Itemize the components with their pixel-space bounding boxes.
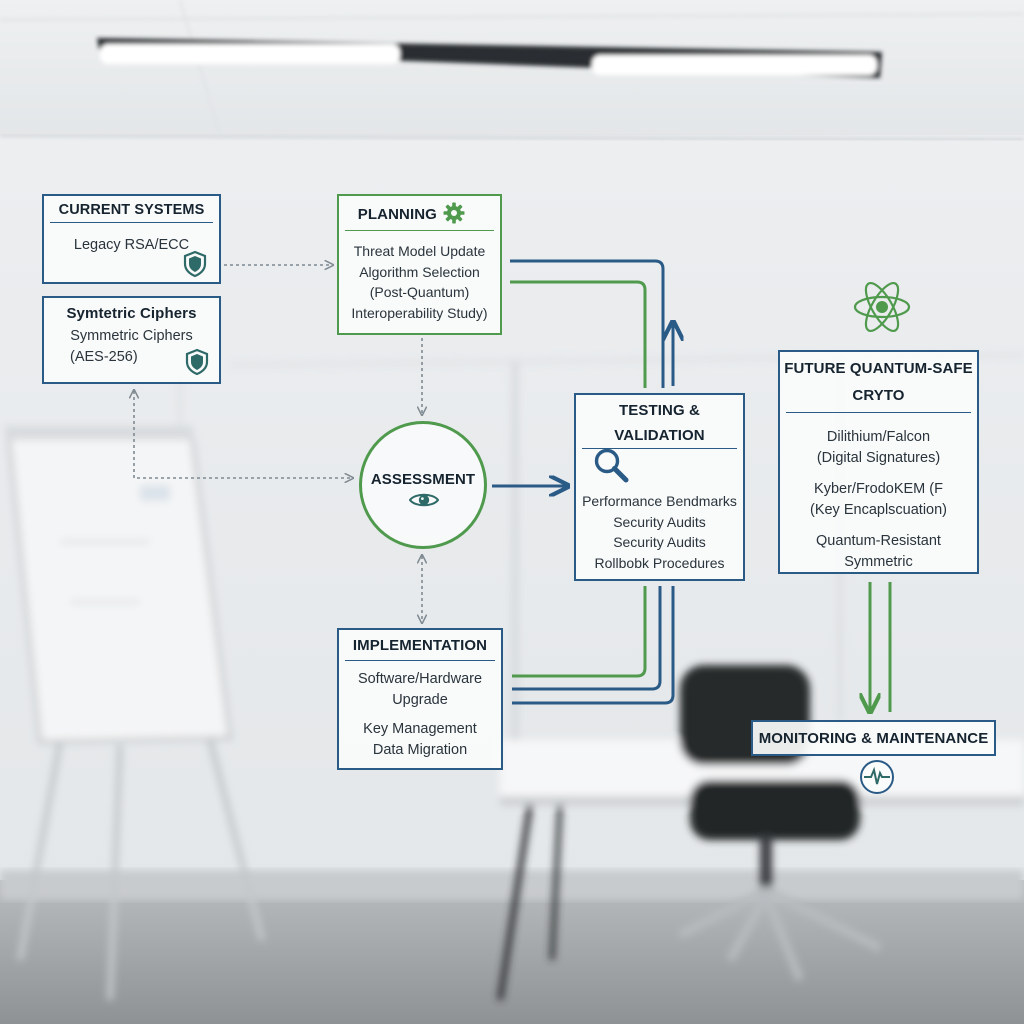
future-title-line1: FUTURE QUANTUM-SAFE [784, 360, 973, 377]
future-item-5: Quantum-Resistant [816, 533, 941, 549]
implementation-title: IMPLEMENTATION [352, 637, 488, 654]
planning-title: PLANNING [331, 202, 492, 224]
symmetric-ciphers-box: Symtetric Ciphers Symmetric Ciphers (AES… [42, 296, 221, 384]
aes-256-label: (AES-256) [70, 349, 138, 365]
future-quantum-safe-box: FUTURE QUANTUM-SAFE CRYTO Dilithium/Falc… [778, 350, 979, 574]
testing-title-line1: TESTING & [619, 402, 700, 419]
monitoring-maintenance-box: MONITORING & MAINTENANCE [751, 720, 996, 756]
divider [345, 660, 495, 661]
testing-item-1: Performance Bendmarks [582, 493, 737, 509]
heartbeat-icon [860, 760, 894, 794]
testing-item-4: Rollbobk Procedures [594, 554, 725, 571]
current-systems-box: CURRENT SYSTEMS Legacy RSA/ECC [42, 194, 221, 284]
planning-title-text: PLANNING [357, 206, 437, 223]
testing-item-3: Security Audits [613, 534, 706, 550]
shield-icon [185, 348, 209, 376]
divider [786, 412, 971, 413]
atom-icon [853, 281, 911, 333]
assessment-title: ASSESSMENT [370, 471, 476, 488]
future-item-2: (Digital Signatures) [816, 450, 941, 466]
implementation-item-1: Software/Hardware [357, 671, 483, 687]
implementation-item-4: Data Migration [372, 742, 468, 758]
symmetric-ciphers-title: Symtetric Ciphers [66, 305, 197, 322]
planning-item-3: (Post-Quantum) [369, 284, 470, 300]
future-item-3: Kyber/FrodoKEM (F [814, 481, 943, 497]
monitoring-title: MONITORING & MAINTENANCE [758, 730, 989, 747]
current-systems-title: CURRENT SYSTEMS [58, 202, 205, 218]
planning-item-2: Algorithm Selection [359, 263, 480, 280]
eye-icon [409, 493, 439, 507]
testing-validation-box: TESTING & VALIDATION Performance Bendmar… [574, 393, 745, 581]
testing-title-line2: VALIDATION [614, 427, 705, 444]
future-item-4: (Key Encaplscuation) [809, 502, 947, 518]
assessment-node: ASSESSMENT [359, 421, 487, 549]
planning-box: PLANNING Threat Model Update Algorithm S… [337, 194, 502, 335]
divider [345, 230, 494, 231]
shield-icon [183, 250, 207, 278]
divider [582, 448, 737, 449]
implementation-item-2: Upgrade [392, 692, 448, 708]
gear-icon [443, 202, 465, 224]
magnifier-icon [594, 448, 629, 483]
implementation-item-3: Key Management [363, 721, 477, 737]
divider [50, 222, 213, 223]
future-item-1: Dilithium/Falcon [826, 429, 931, 445]
future-title-line2: CRYTO [852, 387, 905, 404]
future-item-6: Symmetric [844, 554, 913, 570]
testing-item-2: Security Audits [613, 513, 706, 530]
legacy-rsa-ecc-label: Legacy RSA/ECC [73, 237, 190, 253]
planning-item-4: Interoperability Study) [351, 304, 488, 321]
planning-item-1: Threat Model Update [353, 243, 486, 259]
symmetric-ciphers-label: Symmetric Ciphers [70, 328, 193, 344]
implementation-box: IMPLEMENTATION Software/Hardware Upgrade… [337, 628, 503, 770]
